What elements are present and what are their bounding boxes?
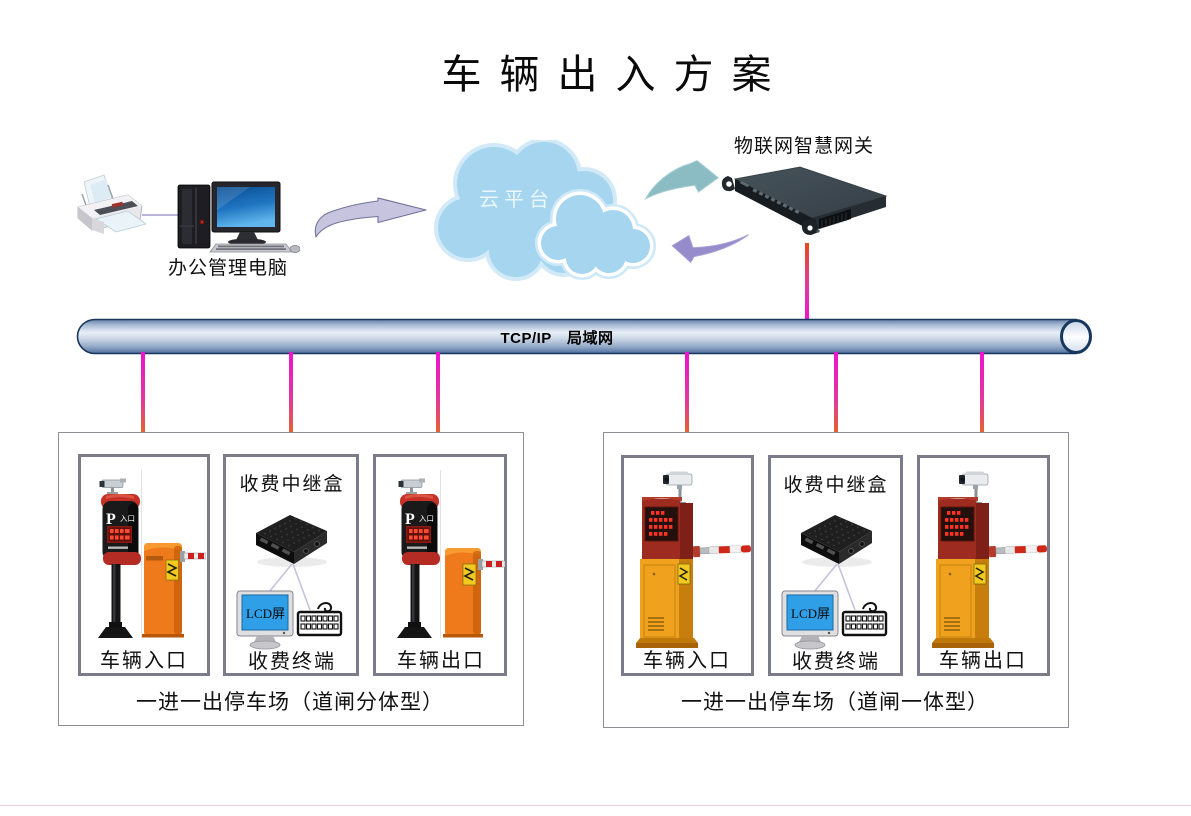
sign-small-text	[108, 546, 128, 549]
office-computer-illustration	[77, 174, 300, 253]
barrier-arm	[988, 545, 1047, 558]
sign-small-text	[407, 546, 427, 549]
mouse-icon	[289, 245, 300, 253]
terminal-label-integrated: 收费终端	[792, 651, 880, 673]
lcd-screen-label: LCD屏	[791, 606, 830, 621]
barrier-arm	[478, 559, 505, 570]
terminal-label-split: 收费终端	[248, 651, 336, 673]
lcd-screen-label: LCD屏	[246, 606, 285, 621]
link-backbone-entrance-2	[685, 352, 689, 454]
arrow-office-to-cloud	[314, 197, 427, 238]
relay-box-label-split: 收费中继盒	[239, 474, 345, 495]
integrated-entrance-machine	[636, 471, 751, 648]
toll-terminal-integrated: LCD屏	[781, 515, 888, 650]
barrier-gate-cabinet	[142, 543, 184, 638]
machine-cabinet	[932, 497, 994, 648]
barrier-gate-cabinet	[443, 548, 483, 638]
printer-icon	[77, 174, 147, 234]
barrier-arm	[180, 551, 206, 562]
sign-entrance-text: 入口	[120, 514, 135, 523]
relay-box-label-integrated: 收费中继盒	[783, 475, 889, 496]
cable-to-keyboard	[837, 563, 856, 611]
keyboard-line-icon	[841, 602, 888, 637]
pc-tower-icon	[177, 184, 211, 249]
toll-terminal-split: LCD屏	[236, 515, 343, 650]
lcd-monitor-icon	[781, 590, 839, 650]
gateway-device	[721, 166, 888, 235]
backbone-pipe	[76, 318, 1092, 355]
footer-divider	[0, 805, 1191, 806]
link-backbone-entrance-1	[141, 352, 145, 454]
sign-entrance-text: 入口	[419, 514, 434, 523]
integrated-exit-machine	[932, 471, 1047, 648]
sign-led-panel	[406, 526, 431, 543]
cloud-platform: 云平台	[434, 140, 656, 281]
link-backbone-exit-1	[436, 352, 440, 454]
link-backbone-exit-2	[980, 352, 984, 454]
exit-label-split: 车辆出口	[397, 650, 485, 672]
monitor-icon	[211, 181, 281, 246]
link-gateway-backbone	[805, 243, 809, 320]
led-text-rows	[945, 511, 969, 536]
group-caption-split: 一进一出停车场（道闸分体型）	[136, 690, 444, 714]
lcd-monitor-icon	[236, 590, 294, 650]
arrow-gateway-to-cloud	[671, 234, 749, 264]
lpr-camera-icon	[99, 478, 126, 495]
gateway-label: 物联网智慧网关	[733, 136, 874, 157]
sign-led-panel	[107, 526, 132, 543]
exit-label-integrated: 车辆出口	[939, 650, 1027, 672]
cable-to-monitor	[268, 563, 293, 593]
backbone-label: TCP/IP 局域网	[500, 330, 614, 347]
split-exit-machine: P 入口	[397, 470, 505, 638]
group-caption-integrated: 一进一出停车场（道闸一体型）	[681, 690, 989, 714]
relay-box-icon	[256, 515, 327, 567]
lpr-camera-icon	[398, 478, 425, 495]
page-title: 车辆出入方案	[441, 52, 790, 97]
cable-to-keyboard	[292, 563, 311, 611]
barrier-arm	[692, 545, 751, 558]
entrance-label-split: 车辆入口	[100, 650, 188, 672]
arrow-cloud-to-gateway	[644, 160, 720, 201]
cloud-label: 云平台	[479, 188, 554, 211]
entrance-label-integrated: 车辆入口	[643, 650, 731, 672]
machine-cabinet	[636, 497, 698, 648]
relay-box-icon	[801, 515, 872, 567]
gateway-illustration	[721, 166, 888, 235]
keyboard-line-icon	[296, 602, 343, 637]
sign-p-letter: P	[106, 511, 116, 528]
split-entrance-machine: P 入口	[98, 470, 206, 638]
cable-to-monitor	[813, 563, 838, 593]
office-computer-label: 办公管理电脑	[167, 258, 288, 279]
link-backbone-terminal-1	[289, 352, 293, 454]
sign-p-letter: P	[405, 511, 415, 528]
keyboard-icon	[209, 243, 293, 253]
small-cloud-shape	[535, 189, 656, 280]
link-backbone-terminal-2	[834, 352, 838, 454]
led-text-rows	[649, 511, 673, 536]
